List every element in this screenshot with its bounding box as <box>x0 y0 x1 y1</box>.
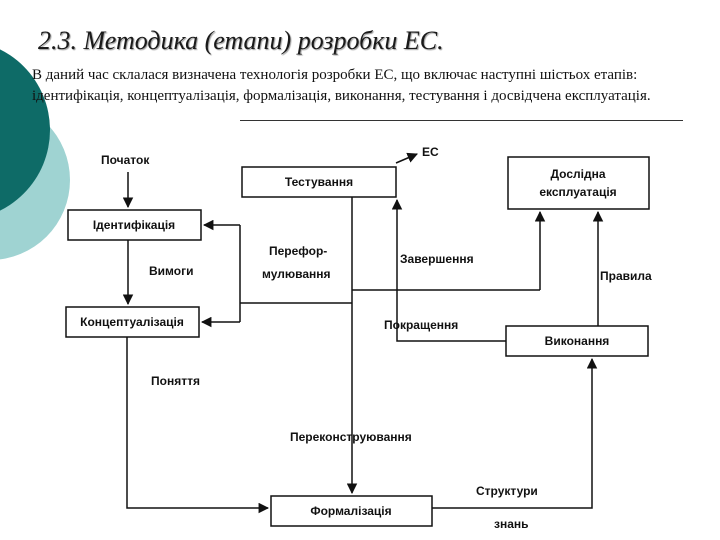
label-es: ЕС <box>422 145 439 159</box>
label-concepts: Поняття <box>151 374 200 388</box>
label-completion: Завершення <box>400 252 474 266</box>
box-formalization <box>270 495 433 527</box>
slide-title: 2.3. Методика (етапи) розробки ЕС. <box>38 26 444 55</box>
label-structures: Структури <box>476 484 538 498</box>
box-testing <box>241 166 397 198</box>
label-reformulation-2: мулювання <box>262 267 331 281</box>
label-rules: Правила <box>600 269 652 283</box>
box-formalization-label: Формалізація <box>310 504 391 518</box>
label-start: Початок <box>101 153 150 167</box>
box-identification <box>67 209 202 241</box>
box-identification-label: Ідентифікація <box>93 218 175 232</box>
arrow-formalization-execution <box>432 357 598 509</box>
arrow-conceptualization-formalization <box>126 337 270 514</box>
box-pilot-operation <box>507 156 650 210</box>
box-conceptualization <box>65 306 200 338</box>
arrow-execution-testing <box>391 198 506 342</box>
box-testing-label: Тестування <box>285 175 353 189</box>
label-requirements: Вимоги <box>149 264 193 278</box>
box-pilot-label-1: Дослідна <box>550 167 605 181</box>
label-knowledge: знань <box>494 517 529 531</box>
box-execution-label: Виконання <box>545 334 610 348</box>
label-reconstruction: Переконструювання <box>290 430 412 444</box>
intro-paragraph: В даний час склалася визначена технологі… <box>32 67 651 104</box>
label-improvements: Покращення <box>384 318 458 332</box>
box-pilot-label-2: експлуатація <box>539 185 616 199</box>
label-reformulation-1: Перефор- <box>269 244 327 258</box>
decor-dark-circle <box>0 49 50 211</box>
decorative-circles <box>0 49 70 260</box>
box-conceptualization-label: Концептуалізація <box>80 315 184 329</box>
arrow-testing-es <box>395 152 418 164</box>
divider-line <box>240 120 683 121</box>
